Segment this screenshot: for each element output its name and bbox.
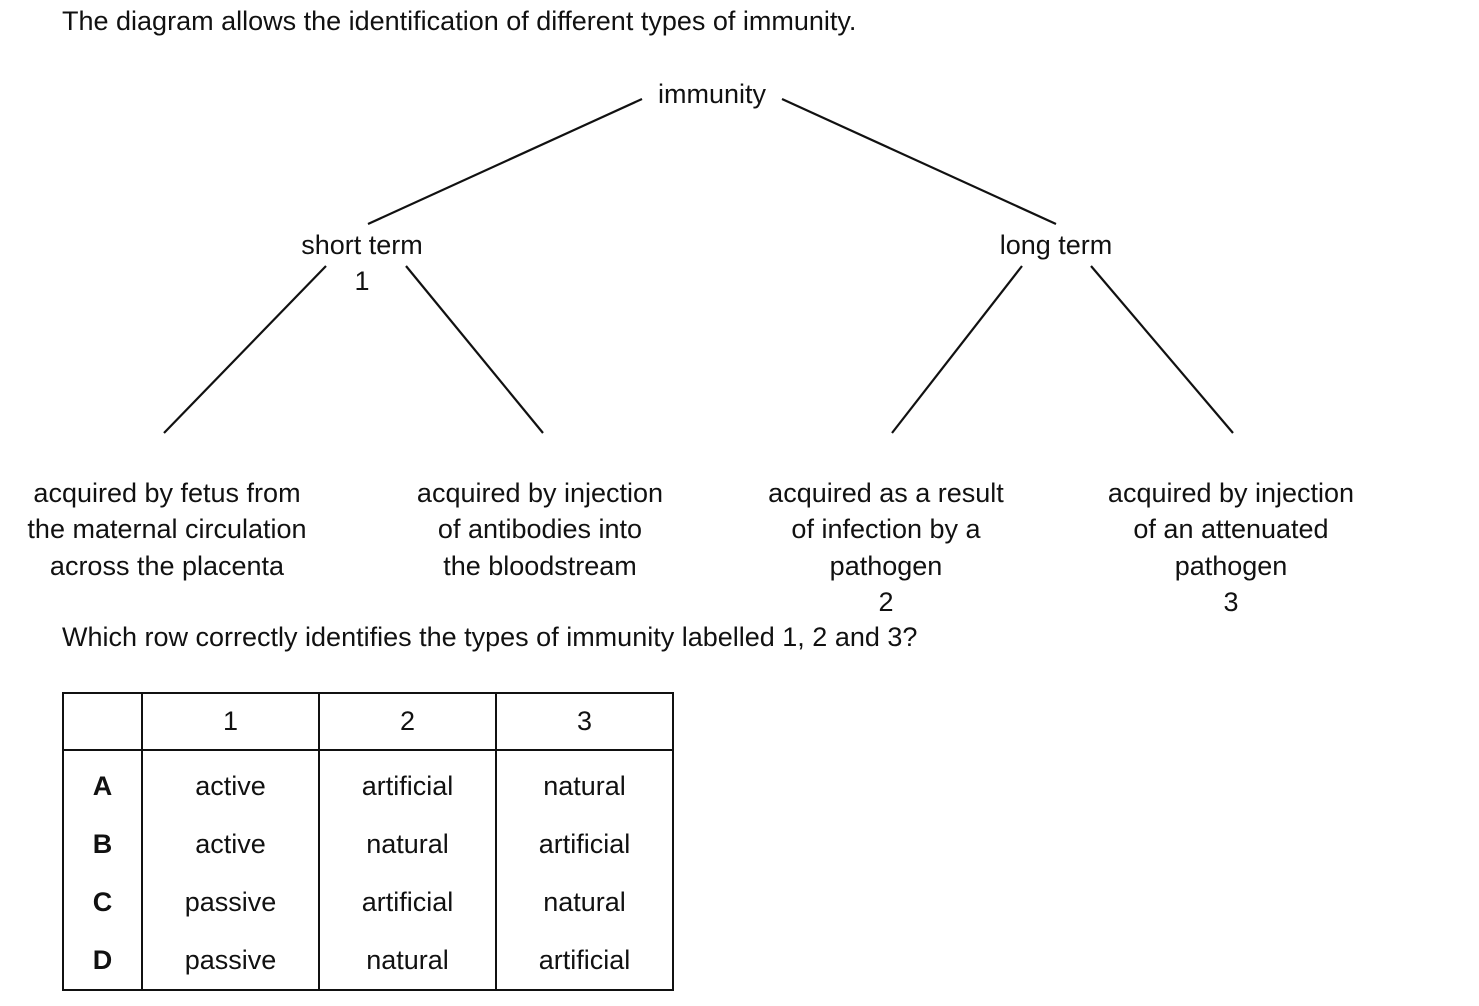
header-cell-1: 1 <box>141 692 320 751</box>
leaf-text: acquired by injection of antibodies into… <box>416 477 664 581</box>
connector-long-leaf3 <box>891 265 1023 434</box>
row-cell: artificial <box>495 931 674 991</box>
root-node-immunity: immunity <box>658 76 766 112</box>
connector-long-leaf4 <box>1090 265 1234 434</box>
leaf-infection-pathogen: acquired as a result of infection by a p… <box>768 438 1004 657</box>
row-cell: active <box>141 750 320 815</box>
leaf-text: acquired by fetus from the maternal circ… <box>27 477 307 581</box>
connector-root-short <box>367 97 643 226</box>
leaf-text: acquired as a result of infection by a p… <box>768 477 1004 581</box>
leaf-number-2: 2 <box>878 587 894 617</box>
table-row-C[interactable]: C passive artificial natural <box>62 873 674 931</box>
branch-label-long-term: long term <box>999 230 1113 260</box>
leaf-number-3: 3 <box>1223 587 1239 617</box>
row-key: B <box>62 815 143 873</box>
row-key: D <box>62 931 143 991</box>
branch-number-1: 1 <box>354 266 370 296</box>
row-cell: natural <box>495 873 674 931</box>
leaf-fetus-placenta: acquired by fetus from the maternal circ… <box>27 438 306 584</box>
leaf-text: acquired by injection of an attenuated p… <box>1107 477 1355 581</box>
answer-table: 1 2 3 A active artificial natural B acti… <box>62 692 674 991</box>
row-cell: active <box>141 815 320 873</box>
leaf-injection-antibodies: acquired by injection of antibodies into… <box>417 438 663 584</box>
row-cell: artificial <box>495 815 674 873</box>
branch-node-short-term: short term 1 <box>301 227 423 299</box>
question-text: Which row correctly identifies the types… <box>62 622 918 652</box>
table-row-D[interactable]: D passive natural artificial <box>62 931 674 991</box>
table-row-A[interactable]: A active artificial natural <box>62 750 674 815</box>
row-cell: artificial <box>318 873 497 931</box>
row-cell: passive <box>141 873 320 931</box>
table-row-B[interactable]: B active natural artificial <box>62 815 674 873</box>
intro-text: The diagram allows the identification of… <box>62 6 857 36</box>
connector-short-leaf1 <box>163 265 327 434</box>
row-cell: natural <box>318 931 497 991</box>
header-cell-blank <box>62 692 143 751</box>
row-key: C <box>62 873 143 931</box>
row-cell: natural <box>495 750 674 815</box>
tree-connectors <box>163 97 1234 434</box>
table-header-row: 1 2 3 <box>62 692 674 751</box>
row-cell: passive <box>141 931 320 991</box>
header-cell-2: 2 <box>318 692 497 751</box>
connector-short-leaf2 <box>405 265 544 434</box>
branch-label-short-term: short term <box>301 230 423 260</box>
connector-root-long <box>781 97 1057 226</box>
header-cell-3: 3 <box>495 692 674 751</box>
row-cell: artificial <box>318 750 497 815</box>
row-key: A <box>62 750 143 815</box>
branch-node-long-term: long term <box>1000 227 1113 263</box>
row-cell: natural <box>318 815 497 873</box>
root-label: immunity <box>657 79 767 109</box>
leaf-injection-attenuated: acquired by injection of an attenuated p… <box>1108 438 1354 657</box>
